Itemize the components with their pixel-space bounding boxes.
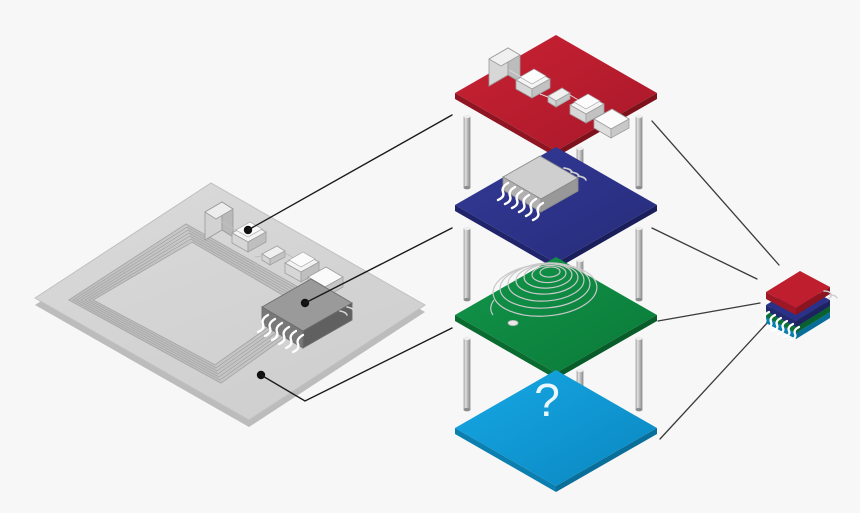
layer-logic-ic[interactable] [455,147,657,269]
coil-terminal-pad [507,319,519,326]
source-rfid-board [34,182,426,427]
chip-layer-red-top [766,271,830,308]
chip-leads-left [758,310,801,342]
substrate-top [34,182,426,421]
pillar [463,336,471,412]
leader-lines-group [247,114,453,402]
pillar [635,114,643,190]
leader-line-to-red-layer [247,114,453,231]
pillar [635,226,643,302]
layer-antenna-coil[interactable] [455,257,657,379]
chip-layer-cyan-edge-right [796,312,830,339]
coil-lead-trace [490,299,495,316]
layer-logic-edge-left [455,205,556,269]
pillar [463,114,471,190]
spiral-coil-icon [492,262,598,317]
layer-unknown-edge-left [455,428,556,492]
rf-component-chain-icon [488,47,630,139]
layer-unknown-edge-right [556,428,657,492]
component-resistor [254,245,295,266]
ic-chip-icon [496,155,587,222]
layer-rf-edge-left [455,93,556,157]
leader-line-to-blue-layer [304,227,453,304]
layer-rf-front-end[interactable] [455,35,657,157]
component-battery [204,201,234,241]
chip-layer-red-edge-right [796,287,830,315]
ic-leads-left [256,313,305,354]
ic-chip-leads-left [496,181,545,222]
result-stacked-chip[interactable] [758,271,838,342]
converge-line-cyan [659,321,769,440]
chip-layer-green-edge-right [796,306,830,333]
layer-antenna-edge-left [455,315,556,379]
chip-layer-red-edge-left [766,292,796,315]
converge-line-red [651,120,780,266]
converge-line-blue [651,227,758,280]
layer-logic-edge-right [556,205,657,269]
chip-layer-blue-edge-left [766,305,796,327]
component-capacitor-2 [284,251,320,283]
ic-leads-right [339,306,355,316]
pillar [463,226,471,302]
leader-line-to-green-layer [260,327,453,402]
layer-antenna-edge-right [556,315,657,379]
converge-line-green [657,302,761,322]
layer-unknown[interactable]: ? [455,370,657,492]
pillar [635,336,643,412]
chip-layer-blue-edge-right [796,300,830,327]
question-mark-icon: ? [534,374,560,426]
chip-leads-right [823,290,838,299]
ic-chip-leads-right [563,167,587,181]
convergence-lines-group [651,120,780,440]
